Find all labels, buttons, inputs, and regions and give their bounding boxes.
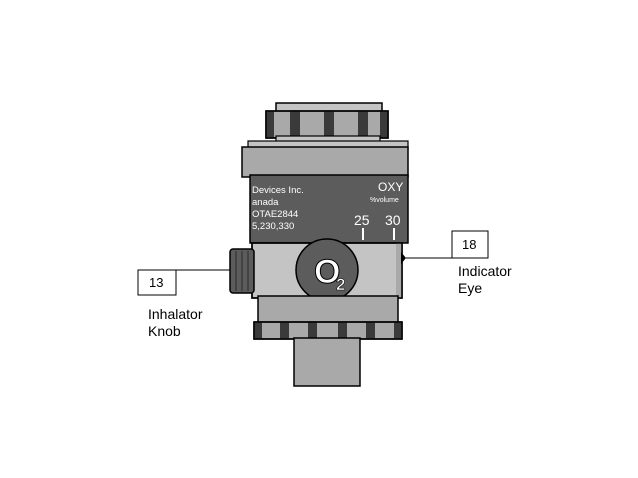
callout-indicator-eye: 18 Indicator Eye [406,230,512,296]
callout-number-13: 13 [149,275,163,290]
band-patent-text: 5,230,330 [252,221,294,232]
upper-collar [241,140,409,178]
main-body: O 2 [251,238,403,302]
callout-label-13-line1: Inhalator [148,306,203,322]
band-company-text: Devices Inc. [252,185,304,196]
top-cap [265,102,389,144]
band-gas-text: OXY [378,180,403,194]
callout-number-18: 18 [462,237,476,252]
callout-label-13-line2: Knob [148,323,181,339]
scale-label-25: 25 [354,212,370,228]
scale-label-30: 30 [385,212,401,228]
o2-badge-main: O [314,253,340,291]
callout-label-18-line2: Eye [458,280,482,296]
band-model-text: OTAE2844 [252,209,298,220]
indicator-eye [401,252,406,264]
inhalator-knob [229,248,255,294]
callout-inhalator-knob: 13 Inhalator Knob [137,269,230,339]
callout-box-13 [137,269,177,296]
callout-label-18-line1: Indicator [458,263,512,279]
band-unit-text: %volume [370,197,399,204]
o2-badge-sub: 2 [336,275,345,294]
label-band: Devices Inc. anada OTAE2844 5,230,330 OX… [249,174,409,244]
callout-box-18 [451,230,489,259]
lower-section [253,295,403,387]
band-country-text: anada [252,197,279,208]
